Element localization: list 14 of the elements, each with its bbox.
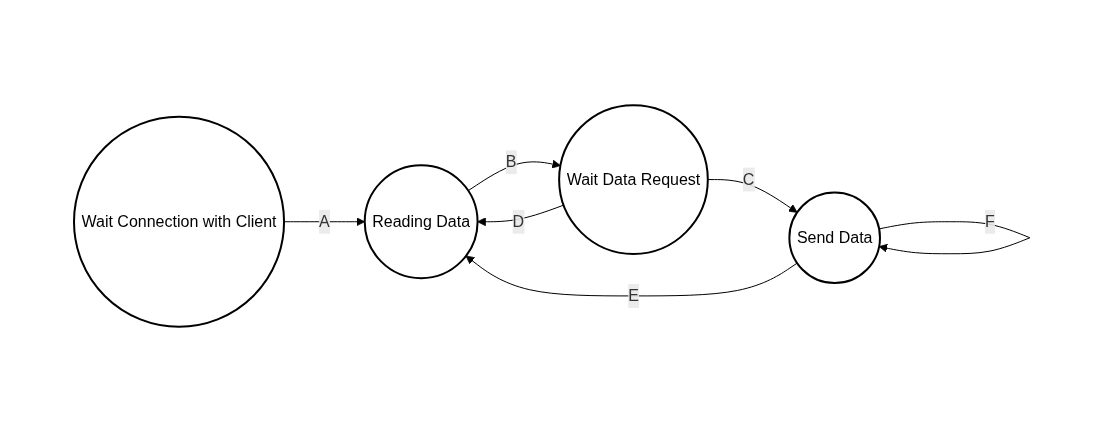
arrow [707,178,798,213]
edge-label: F [985,212,995,230]
arrow [477,204,565,226]
node-circle: Send Data [788,190,881,284]
node-circle: Wait Data Request [558,103,709,255]
edge-label: E [628,286,639,304]
edge-label: C [742,170,755,188]
node-circle: Reading Data [363,163,479,279]
edge-label: B [505,152,517,170]
edge-label: A [319,212,330,230]
edge-label: D [512,212,525,230]
arrow [467,159,561,191]
node-circle: Wait Connection with Client [73,115,286,328]
arrow [465,255,798,296]
